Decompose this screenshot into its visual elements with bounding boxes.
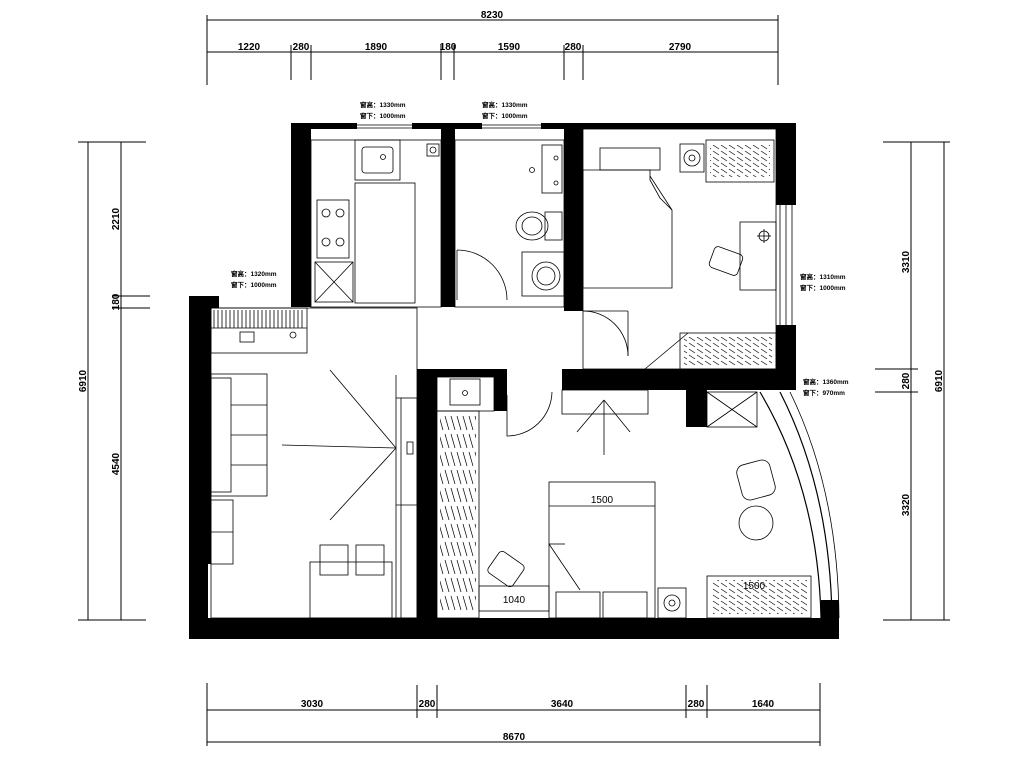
bay-cabinet-width-label: 1500 <box>743 581 766 592</box>
top-dim-7: 2790 <box>669 42 692 53</box>
bedroom-window-sill-note: 窗下：1000mm <box>800 283 846 292</box>
master-bedroom: 1500 1040 1500 <box>478 391 812 619</box>
top-total-dim: 8230 <box>481 10 504 21</box>
top-dim-1: 1220 <box>238 42 261 53</box>
walls <box>189 123 839 639</box>
left-dimensions: 6910 2210 180 4540 <box>78 141 150 621</box>
bedroom-window-height-note: 窗高：1310mm <box>800 272 846 281</box>
bottom-dim-2: 280 <box>419 699 436 710</box>
bath-window-height-note: 窗高：1330mm <box>482 100 528 109</box>
window-notes: 窗高：1330mm 窗下：1000mm 窗高：1330mm 窗下：1000mm … <box>231 100 849 397</box>
living-window-height-note: 窗高：1320mm <box>231 269 277 278</box>
right-dim-1: 3310 <box>901 250 912 273</box>
bathroom <box>454 139 565 308</box>
kitchen-window-height-note: 窗高：1330mm <box>360 100 406 109</box>
bedroom-2 <box>582 128 777 370</box>
top-dim-3: 1890 <box>365 42 388 53</box>
bottom-dim-1: 3030 <box>301 699 324 710</box>
right-dim-2: 280 <box>901 372 912 389</box>
left-dim-2: 180 <box>111 293 122 310</box>
bay-window-sill-note: 窗下：970mm <box>803 388 845 397</box>
bottom-dim-5: 1640 <box>752 699 775 710</box>
master-bed-width-label: 1500 <box>591 495 614 506</box>
top-dim-5: 1590 <box>498 42 521 53</box>
top-dim-6: 280 <box>565 42 582 53</box>
bottom-dim-3: 3640 <box>551 699 574 710</box>
top-dimensions: 8230 1220 280 1890 180 1590 280 2790 <box>206 10 779 85</box>
top-dim-4: 180 <box>440 42 457 53</box>
hallway <box>436 376 649 619</box>
right-dimensions: 6910 3310 280 3320 <box>875 141 950 621</box>
right-dim-3: 3320 <box>901 493 912 516</box>
kitchen <box>310 139 442 308</box>
bay-window-height-note: 窗高：1360mm <box>803 377 849 386</box>
bottom-dim-4: 280 <box>688 699 705 710</box>
living-room <box>210 307 418 627</box>
left-dim-3: 4540 <box>111 452 122 475</box>
right-total-dim: 6910 <box>934 369 945 392</box>
living-window-sill-note: 窗下：1000mm <box>231 280 277 289</box>
desk-width-label: 1040 <box>503 595 526 606</box>
bottom-total-dim: 8670 <box>503 732 526 743</box>
kitchen-window-sill-note: 窗下：1000mm <box>360 111 406 120</box>
bath-window-sill-note: 窗下：1000mm <box>482 111 528 120</box>
left-dim-1: 2210 <box>111 207 122 230</box>
top-dim-2: 280 <box>293 42 310 53</box>
left-total-dim: 6910 <box>78 369 89 392</box>
bottom-dimensions: 3030 280 3640 280 1640 8670 <box>206 683 821 746</box>
windows <box>357 124 840 619</box>
